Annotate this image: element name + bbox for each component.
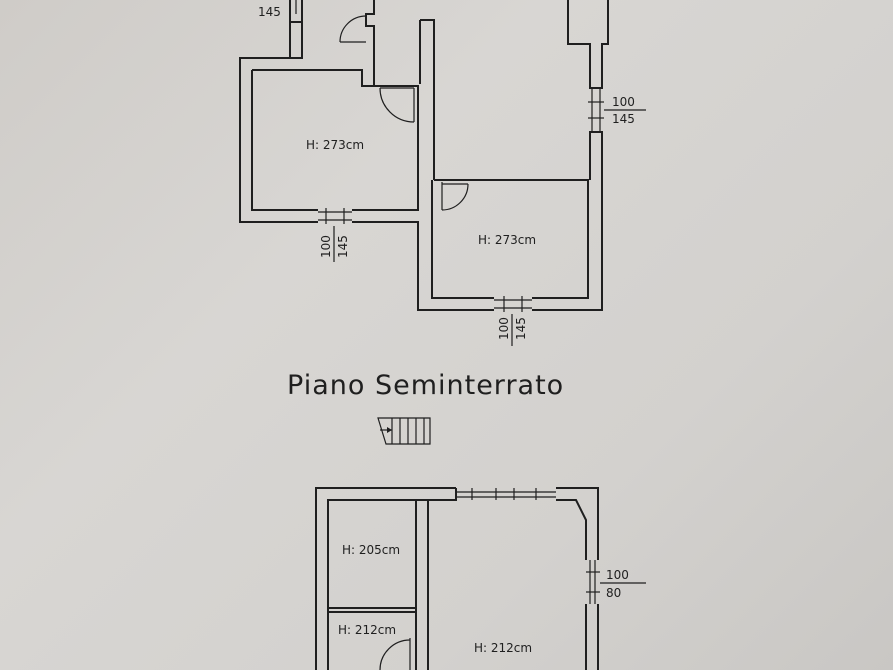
lower-outer-wall <box>315 487 456 670</box>
right-room-inner-wall <box>431 180 494 299</box>
window-right-room <box>494 296 532 312</box>
room-height-label: H: 205cm <box>342 543 401 557</box>
left-room-inner-wall <box>252 69 419 211</box>
right-room-inner-wall <box>434 179 589 299</box>
window-lower-top <box>456 488 556 500</box>
door-left-room <box>379 87 415 123</box>
dimension-bottom-value: 145 <box>258 5 281 19</box>
lower-floor-plan <box>315 487 646 670</box>
window-lower-right <box>586 560 600 604</box>
dimension-top-value: 100 <box>612 95 635 109</box>
wall <box>567 0 609 89</box>
wall <box>365 0 375 86</box>
door-right-room <box>441 182 469 211</box>
dimension-bottom-value: 145 <box>514 317 528 340</box>
wall <box>428 488 457 501</box>
door-lower <box>379 638 411 670</box>
door-top <box>339 15 367 43</box>
room-height-label: H: 273cm <box>478 233 537 247</box>
dimension-bottom-value: 145 <box>612 112 635 126</box>
floor-title: Piano Seminterrato <box>287 370 565 401</box>
right-room-outer-wall <box>532 131 603 311</box>
room-height-label: H: 273cm <box>306 138 365 152</box>
dimension-top-value: 100 <box>606 568 629 582</box>
window-right-wall <box>588 88 604 132</box>
upper-floor-plan <box>239 0 646 346</box>
dimension-top-value: 100 <box>319 235 333 258</box>
lower-outer-wall <box>556 487 599 560</box>
room-height-label: H: 212cm <box>338 623 397 637</box>
wall-stub <box>289 0 303 23</box>
dimension-top-value: 100 <box>497 317 511 340</box>
dimension-bottom-value: 80 <box>606 586 622 600</box>
window-left-room <box>318 208 352 224</box>
stair-icon <box>377 417 431 445</box>
wall <box>417 222 494 311</box>
lower-inner-wall <box>556 499 587 560</box>
dimension-bottom-value: 145 <box>336 235 350 258</box>
room-height-label: H: 212cm <box>474 641 533 655</box>
lower-inner-wall <box>327 499 428 670</box>
corridor-wall <box>420 19 435 180</box>
left-room-inner-wall <box>251 70 318 211</box>
